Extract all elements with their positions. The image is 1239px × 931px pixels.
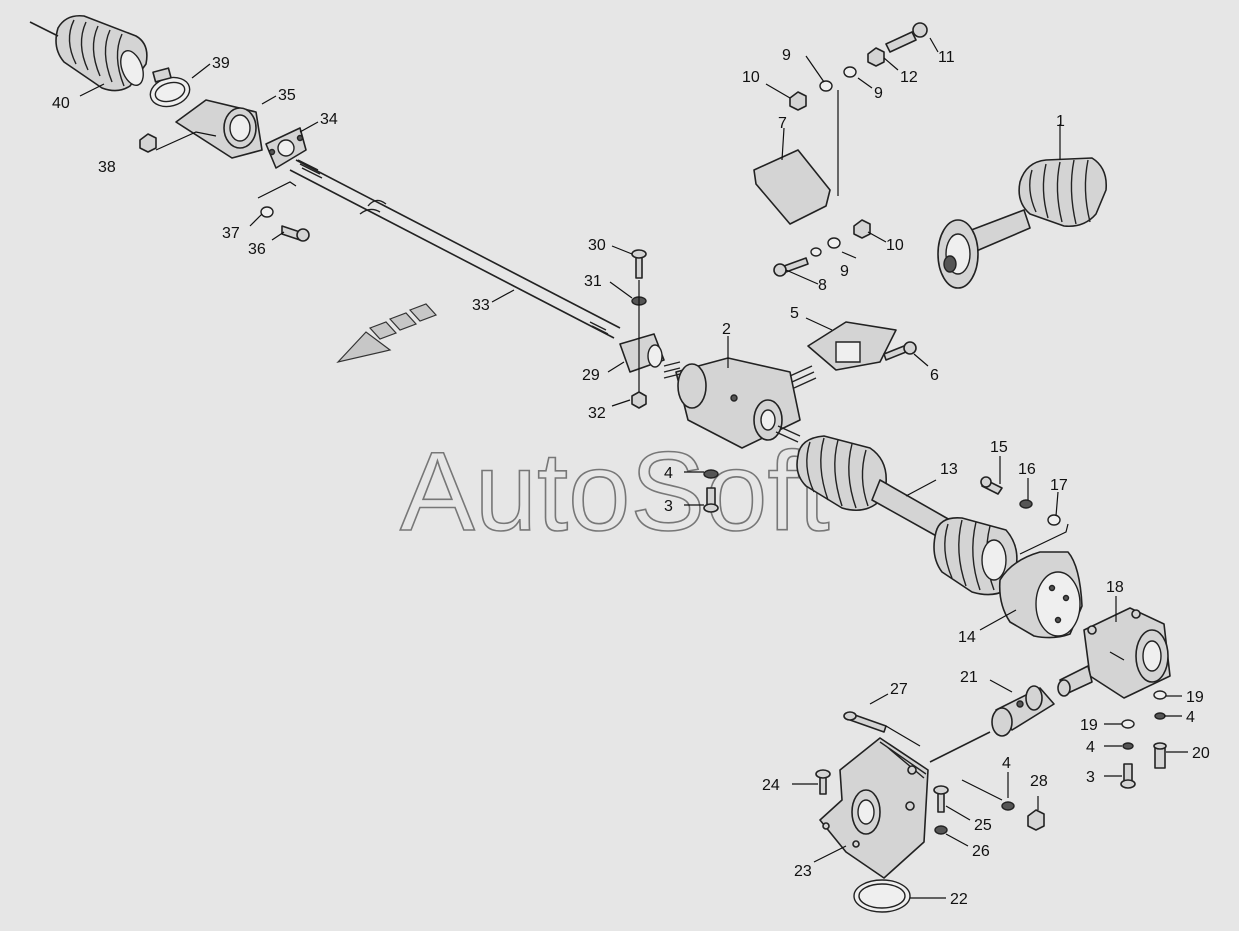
callout-8: 8 — [818, 277, 827, 294]
callout-23: 23 — [794, 863, 812, 880]
part-36-bolt — [281, 225, 310, 242]
callout-25: 25 — [974, 817, 992, 834]
part-11-eye-bolt — [885, 22, 928, 53]
callout-10b: 10 — [886, 237, 904, 254]
callout-13: 13 — [940, 461, 958, 478]
part-1-drive-shaft-bellows — [937, 157, 1108, 289]
callout-27: 27 — [890, 681, 908, 698]
part-15-bolt — [980, 476, 1003, 495]
callout-19a: 19 — [1186, 689, 1204, 706]
part-30-bolt — [631, 249, 647, 279]
callout-3: 3 — [664, 498, 673, 515]
callout-38: 38 — [98, 159, 116, 176]
part-24-bolt — [815, 769, 831, 795]
part-14-drum — [998, 551, 1083, 639]
part-29-coupling-sleeve — [619, 333, 665, 373]
part-20-bolt — [1153, 742, 1167, 769]
callout-5: 5 — [790, 305, 799, 322]
part-28-nut — [1027, 809, 1045, 831]
callout-26: 26 — [972, 843, 990, 860]
callout-9c: 9 — [840, 263, 849, 280]
callout-36: 36 — [248, 241, 266, 258]
callout-16: 16 — [1018, 461, 1036, 478]
part-9a-washer — [819, 80, 833, 92]
leader-lines — [79, 37, 1188, 899]
part-27-bolt — [843, 711, 887, 733]
part-32-nut — [631, 391, 647, 409]
callout-10a: 10 — [742, 69, 760, 86]
callout-9b: 9 — [874, 85, 883, 102]
callout-4a: 4 — [1186, 709, 1195, 726]
part-17-washer — [1047, 514, 1061, 526]
callout-32: 32 — [588, 405, 606, 422]
part-25-bolt — [933, 785, 949, 813]
callout-4: 4 — [664, 465, 673, 482]
part-38-nut — [139, 133, 157, 153]
callout-40: 40 — [52, 95, 70, 112]
part-4-lock-washer — [1122, 712, 1166, 750]
callout-9a: 9 — [782, 47, 791, 64]
part-33-drive-shaft — [289, 159, 621, 339]
part-9c-washer — [810, 237, 841, 257]
callout-29: 29 — [582, 367, 600, 384]
callout-39: 39 — [212, 55, 230, 72]
callout-28: 28 — [1030, 773, 1048, 790]
part-39-hose-clamp — [149, 67, 191, 108]
callout-20: 20 — [1192, 745, 1210, 762]
part-19-washer — [1121, 690, 1167, 729]
callout-33: 33 — [472, 297, 490, 314]
part-34-flange — [265, 127, 307, 169]
direction-arrow-icon — [336, 303, 438, 364]
callout-labels: 40 39 35 34 38 37 36 33 30 31 29 32 2 5 … — [52, 47, 1210, 908]
callout-35: 35 — [278, 87, 296, 104]
callout-30: 30 — [588, 237, 606, 254]
callout-6: 6 — [930, 367, 939, 384]
callout-7: 7 — [778, 115, 787, 132]
part-3-center-bolt — [703, 487, 719, 513]
part-22-o-ring — [853, 879, 911, 913]
part-9b-washer — [843, 66, 857, 78]
part-10b-nut — [853, 219, 871, 239]
callout-37: 37 — [222, 225, 240, 242]
part-13-shaft-bellows — [796, 435, 1018, 596]
callout-31: 31 — [584, 273, 602, 290]
callout-2: 2 — [722, 321, 731, 338]
callout-14: 14 — [958, 629, 976, 646]
callout-11: 11 — [938, 49, 955, 66]
part-23-gearbox-housing — [819, 737, 929, 879]
callout-15: 15 — [990, 439, 1008, 456]
callout-4c: 4 — [1002, 755, 1011, 772]
callout-21: 21 — [960, 669, 978, 686]
part-6-bolt — [883, 341, 917, 361]
part-2-gearbox — [663, 357, 817, 449]
callout-18: 18 — [1106, 579, 1124, 596]
part-21-universal-joint — [929, 685, 1055, 763]
callout-4b: 4 — [1086, 739, 1095, 756]
watermark: AutoSoft — [400, 429, 830, 554]
callout-24: 24 — [762, 777, 780, 794]
callout-3b: 3 — [1086, 769, 1095, 786]
part-5-guard-bracket — [807, 321, 897, 371]
part-26-washer — [934, 825, 948, 835]
part-4-washer-lower — [1001, 801, 1015, 811]
part-4-center-washer — [703, 469, 719, 479]
part-12-nut — [867, 47, 885, 67]
callout-19b: 19 — [1080, 717, 1098, 734]
part-18-angle-gearbox — [1057, 607, 1171, 699]
part-7-cover-plate — [753, 90, 839, 225]
callout-12: 12 — [900, 69, 918, 86]
callout-22: 22 — [950, 891, 968, 908]
part-35-bearing-housing — [175, 99, 263, 159]
part-3-bolt-right — [1120, 763, 1136, 789]
callout-1: 1 — [1056, 113, 1065, 130]
part-37-washer — [260, 206, 274, 218]
callout-34: 34 — [320, 111, 338, 128]
callout-17: 17 — [1050, 477, 1068, 494]
part-16-washer — [1019, 499, 1033, 509]
part-10a-nut — [789, 91, 807, 111]
part-8-bolt — [773, 257, 809, 277]
part-40-bellows — [29, 14, 148, 92]
